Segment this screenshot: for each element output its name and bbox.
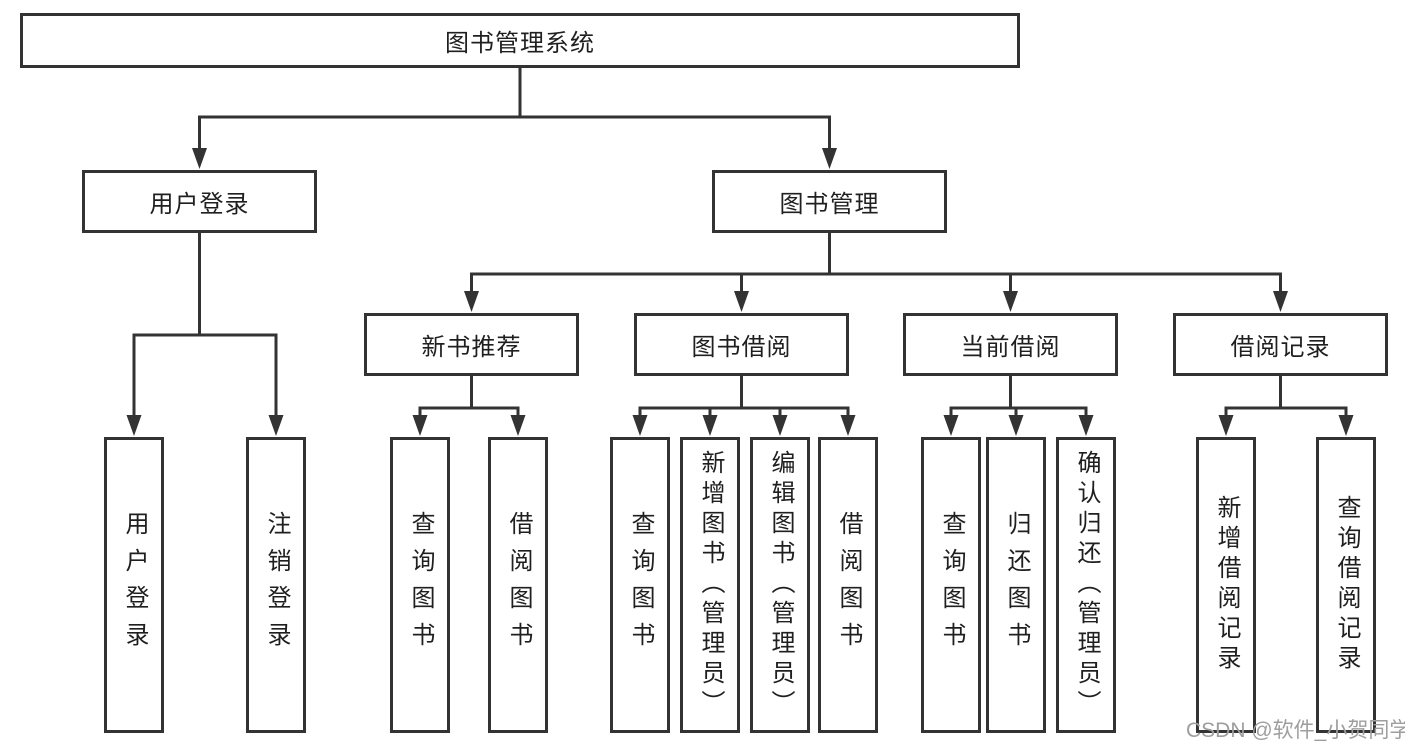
csdn-watermark: CSDN @软件_小贺同学 bbox=[1186, 719, 1405, 742]
leaf-query-books-borrow: 查询图书 bbox=[610, 437, 670, 733]
node-library-management-system: 图书管理系统 bbox=[20, 13, 1020, 68]
node-book-borrow: 图书借阅 bbox=[634, 313, 849, 376]
leaf-add-books-admin: 新增图书（管理员） bbox=[680, 437, 740, 733]
leaf-borrow-books-recommend: 借阅图书 bbox=[488, 437, 548, 733]
node-new-book-recommend: 新书推荐 bbox=[364, 313, 579, 376]
leaf-user-login: 用户登录 bbox=[104, 437, 164, 733]
leaf-query-borrow-record: 查询借阅记录 bbox=[1316, 437, 1376, 733]
node-current-borrow: 当前借阅 bbox=[903, 313, 1118, 376]
node-borrow-records: 借阅记录 bbox=[1173, 313, 1388, 376]
leaf-logout-login: 注销登录 bbox=[246, 437, 306, 733]
leaf-edit-books-admin: 编辑图书（管理员） bbox=[750, 437, 810, 733]
leaf-confirm-return-admin: 确认归还（管理员） bbox=[1056, 437, 1116, 733]
leaf-borrow-books: 借阅图书 bbox=[818, 437, 878, 733]
node-book-management: 图书管理 bbox=[712, 170, 947, 233]
leaf-query-books-current: 查询图书 bbox=[921, 437, 981, 733]
leaf-query-books-recommend: 查询图书 bbox=[390, 437, 450, 733]
node-user-login: 用户登录 bbox=[82, 170, 317, 233]
leaf-return-books: 归还图书 bbox=[986, 437, 1046, 733]
leaf-add-borrow-record: 新增借阅记录 bbox=[1196, 437, 1256, 733]
